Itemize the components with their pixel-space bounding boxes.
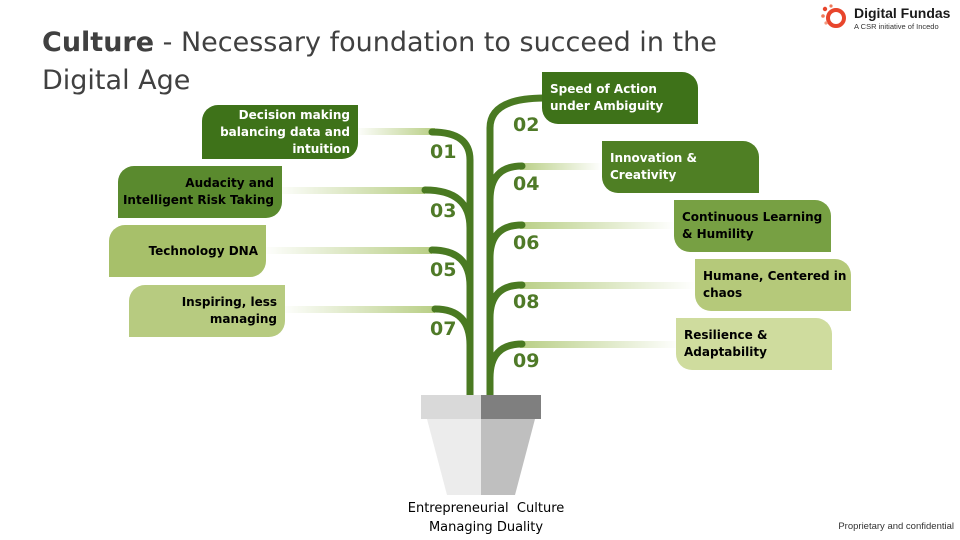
leaf-09: Resilience & Adaptability — [676, 318, 832, 370]
leaf-number-05: 05 — [430, 259, 457, 281]
page-title: Culture - Necessary foundation to succee… — [42, 24, 722, 100]
leaf-06: Continuous Learning & Humility — [674, 200, 831, 252]
leaf-label: Humane, Centered in chaos — [703, 269, 847, 300]
title-rest: - Necessary foundation to succeed in the… — [42, 27, 717, 96]
leaf-number-07: 07 — [430, 318, 457, 340]
leaf-03: Audacity and Intelligent Risk Taking — [118, 166, 282, 218]
leaf-04: Innovation & Creativity — [602, 141, 759, 193]
leaf-number-03: 03 — [430, 200, 457, 222]
leaf-number-02: 02 — [513, 114, 540, 136]
logo-name: Digital Fundas — [854, 5, 951, 21]
leaf-07: Inspiring, less managing — [129, 285, 285, 337]
leaf-label: Continuous Learning & Humility — [682, 210, 823, 241]
leaf-label: Inspiring, less managing — [181, 295, 277, 326]
leaf-05: Technology DNA — [109, 225, 266, 277]
leaf-label: Decision making balancing data and intui… — [220, 107, 350, 156]
leaf-number-08: 08 — [513, 291, 540, 313]
leaf-number-04: 04 — [513, 173, 540, 195]
leaf-label: Technology DNA — [148, 243, 258, 258]
leaf-label: Innovation & Creativity — [610, 151, 697, 182]
leaf-number-06: 06 — [513, 232, 540, 254]
leaf-01: Decision making balancing data and intui… — [202, 105, 358, 159]
leaf-label: Resilience & Adaptability — [684, 328, 768, 359]
leaf-08: Humane, Centered in chaos — [695, 259, 851, 311]
pot-label-line2: Managing Duality — [428, 520, 544, 535]
title-bold: Culture — [42, 27, 155, 58]
leaf-number-01: 01 — [430, 141, 457, 163]
flower-pot — [421, 395, 541, 495]
leaf-label: Speed of Action under Ambiguity — [550, 82, 664, 113]
digital-fundas-logo-icon — [821, 4, 846, 28]
logo-tagline: A CSR initiative of Incedo — [854, 22, 939, 31]
left-branches — [262, 128, 435, 313]
brand-logo: Digital Fundas A CSR initiative of Inced… — [820, 4, 960, 34]
leaf-02: Speed of Action under Ambiguity — [542, 72, 698, 124]
tree-stem — [421, 94, 549, 402]
pot-label-line1: Entrepreneurial Culture — [407, 501, 565, 516]
right-branches — [520, 163, 695, 348]
footer-note: Proprietary and confidential — [838, 521, 954, 532]
leaf-number-09: 09 — [513, 350, 540, 372]
pot-label: Entrepreneurial Culture Managing Duality — [396, 499, 576, 537]
leaf-label: Audacity and Intelligent Risk Taking — [122, 176, 274, 207]
